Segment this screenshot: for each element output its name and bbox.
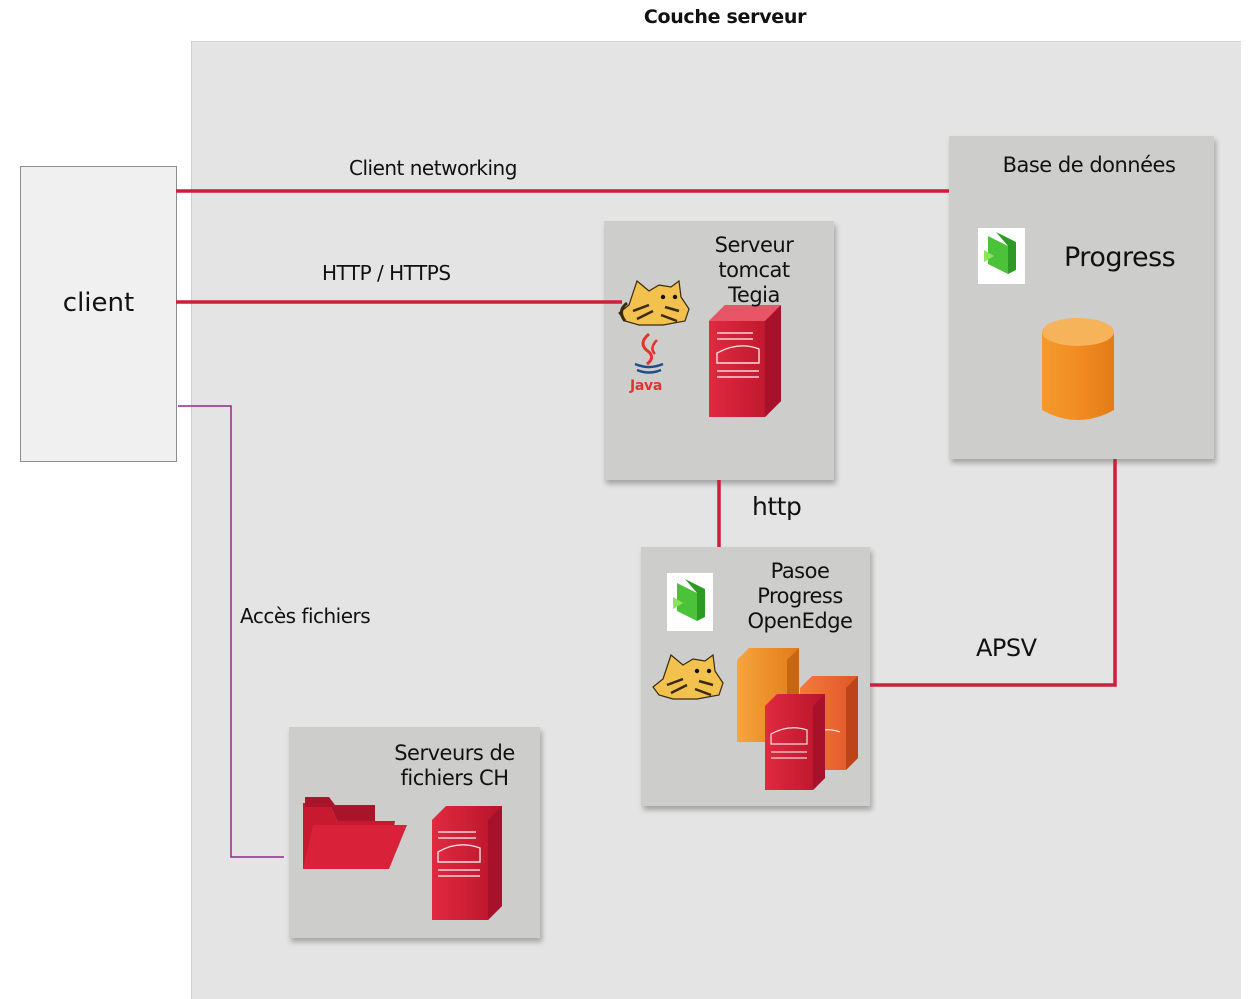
pasoe-title: Pasoe Progress OpenEdge — [747, 559, 853, 633]
database-box[interactable] — [949, 136, 1214, 459]
client-networking-label: Client networking — [349, 156, 517, 180]
java-label: Java — [629, 378, 663, 394]
apsv-label: APSV — [976, 634, 1037, 662]
acces-fichiers-label: Accès fichiers — [240, 604, 371, 628]
database-product-label: Progress — [1064, 242, 1176, 273]
client-box[interactable] — [20, 166, 177, 462]
file-servers-title: Serveurs de fichiers CH — [394, 741, 515, 790]
http-https-label: HTTP / HTTPS — [322, 261, 451, 285]
database-title: Base de données — [1002, 153, 1176, 177]
http-label: http — [752, 492, 802, 521]
tomcat-server-title: Serveur tomcat Tegia — [714, 233, 794, 307]
diagram-title: Couche serveur — [643, 6, 807, 28]
client-label: client — [62, 288, 135, 318]
